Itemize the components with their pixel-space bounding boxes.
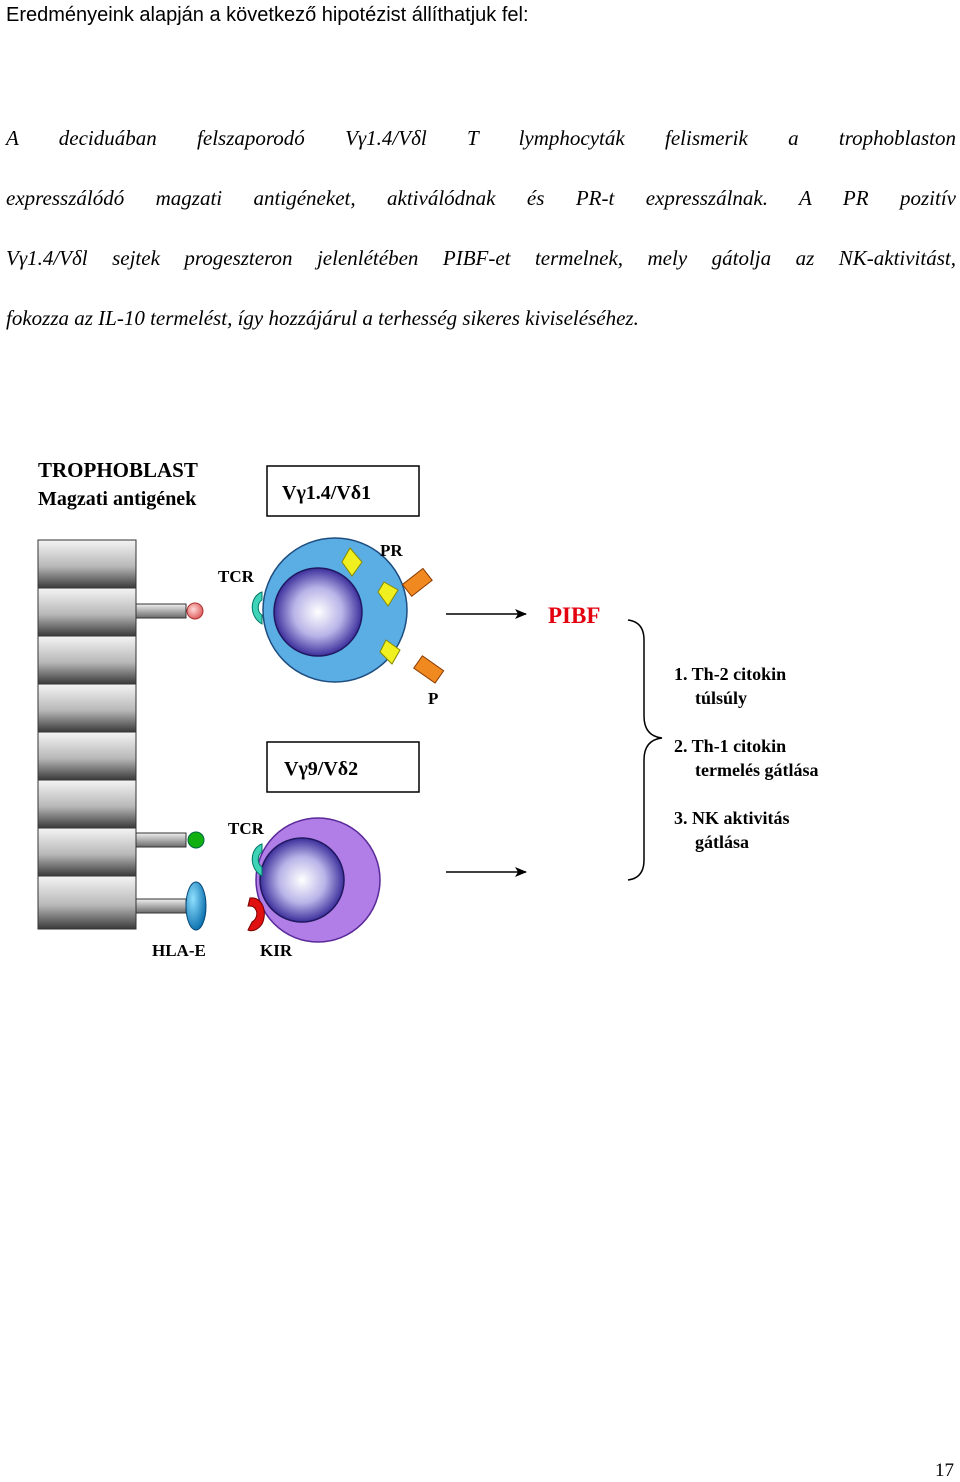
p-label: P bbox=[428, 689, 438, 708]
paragraph-line: fokozza az IL-10 termelést, így hozzájár… bbox=[6, 306, 639, 330]
pibf-label: PIBF bbox=[548, 603, 600, 628]
trophoblast-segment bbox=[37, 875, 137, 930]
paragraph-line: expresszálódó magzati antigéneket, aktiv… bbox=[6, 186, 956, 210]
pr-receptor bbox=[379, 639, 401, 665]
hypothesis-diagram: TROPHOBLAST Magzati antigének Vγ1.4/Vδ1 … bbox=[37, 458, 818, 960]
effect-1-line2: túlsúly bbox=[695, 688, 747, 708]
trophoblast-title: TROPHOBLAST bbox=[38, 458, 198, 482]
progesterone-molecule bbox=[413, 655, 445, 684]
hypothesis-paragraph: A deciduában felszaporodó Vγ1.4/Vδl T ly… bbox=[6, 108, 956, 348]
fetal-antigen-pink bbox=[186, 602, 204, 620]
page-number: 17 bbox=[935, 1460, 954, 1481]
paragraph-line: Vγ1.4/Vδl sejtek progeszteron jelenlétéb… bbox=[6, 246, 956, 270]
pr-receptor bbox=[341, 547, 363, 577]
antigen-stalk bbox=[135, 832, 187, 848]
antigen-stalk bbox=[135, 603, 187, 619]
tcr2-receptor bbox=[251, 843, 263, 877]
trophoblast-segment bbox=[37, 587, 137, 637]
hla-label: HLA-E bbox=[152, 941, 206, 960]
trophoblast-segment bbox=[37, 827, 137, 877]
hla-stalk bbox=[135, 898, 187, 914]
cell2-label: Vγ9/Vδ2 bbox=[284, 758, 358, 780]
hla-e-molecule bbox=[185, 881, 207, 931]
cell1-label-box bbox=[266, 465, 420, 517]
cell2-label-box bbox=[266, 741, 420, 793]
tcr1-label: TCR bbox=[218, 567, 255, 586]
trophoblast-segment bbox=[37, 635, 137, 685]
trophoblast-segment bbox=[37, 683, 137, 733]
cell1-label: Vγ1.4/Vδ1 bbox=[282, 482, 371, 504]
trophoblast-segment bbox=[37, 539, 137, 589]
trophoblast-subtitle: Magzati antigének bbox=[38, 488, 197, 510]
tcr2-label: TCR bbox=[228, 819, 265, 838]
kir-receptor bbox=[247, 897, 265, 932]
effect-3-line2: gátlása bbox=[695, 832, 749, 852]
tcr1-receptor bbox=[251, 591, 263, 625]
trophoblast-column bbox=[37, 539, 137, 930]
progesterone-molecule bbox=[401, 567, 433, 598]
effects-brace bbox=[627, 619, 663, 881]
heading: Eredményeink alapján a következő hipotéz… bbox=[6, 4, 529, 26]
effect-3-line1: 3. NK aktivitás bbox=[674, 808, 790, 828]
fetal-antigen-green bbox=[187, 831, 205, 849]
paragraph-line: A deciduában felszaporodó Vγ1.4/Vδl T ly… bbox=[6, 126, 956, 150]
effect-1-line1: 1. Th-2 citokin bbox=[674, 664, 786, 684]
cell1-nucleus bbox=[273, 567, 363, 657]
cell2-nucleus bbox=[259, 837, 345, 923]
pr-label: PR bbox=[380, 541, 403, 560]
trophoblast-segment bbox=[37, 779, 137, 829]
effects-list: 1. Th-2 citokin túlsúly 2. Th-1 citokin … bbox=[674, 664, 818, 852]
effect-2-line2: termelés gátlása bbox=[695, 760, 818, 780]
effect-2-line1: 2. Th-1 citokin bbox=[674, 736, 786, 756]
pr-receptor bbox=[377, 581, 399, 607]
trophoblast-segment bbox=[37, 731, 137, 781]
kir-label: KIR bbox=[260, 941, 293, 960]
